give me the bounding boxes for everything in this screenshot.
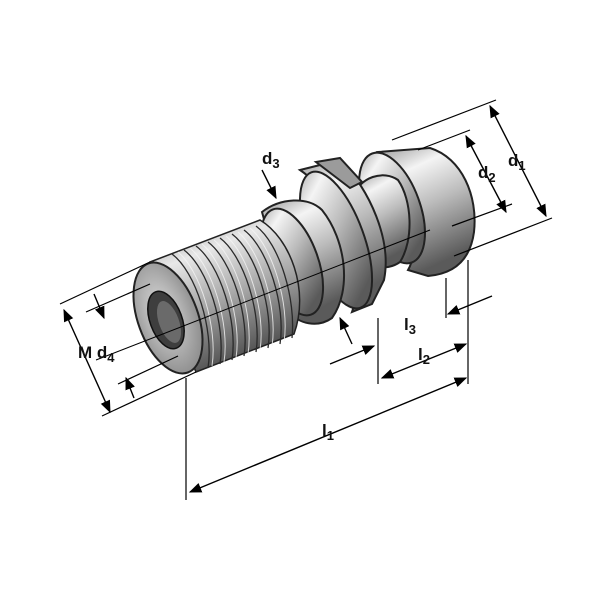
dimension-l3 [329,278,493,365]
label-d1: d1 [508,151,526,173]
label-d4: M d4 [78,343,115,365]
label-l3: l3 [404,315,416,337]
dimension-d2 [417,129,513,227]
dimension-d3 [261,169,353,345]
dimension-l1 [185,260,469,500]
label-d3: d3 [262,149,280,171]
label-l2: l2 [418,345,430,367]
center-line [95,229,431,361]
dimension-l2 [377,318,468,384]
dimension-d1 [391,99,553,257]
dimension-d4 [59,261,197,417]
stud-thread [132,219,301,375]
label-l1: l1 [322,421,334,443]
label-d2: d2 [478,163,496,185]
